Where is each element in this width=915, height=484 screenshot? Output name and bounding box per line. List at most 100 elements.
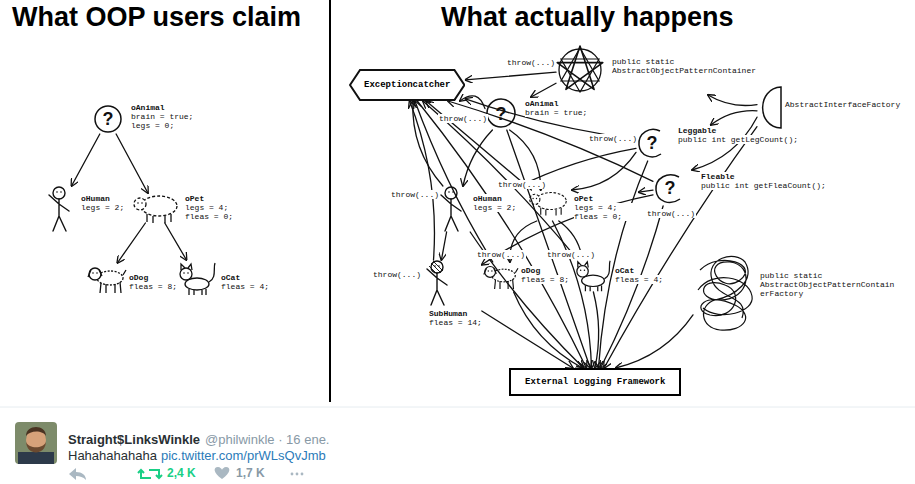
class-figure: AbstractInterfaceFactory (757, 86, 900, 128)
connector-arrow (460, 96, 485, 109)
connector-arrow (708, 95, 757, 106)
figure-slot (45, 186, 73, 232)
connector-arrow (410, 101, 435, 260)
member-text: AbstractInterfaceFactory (785, 100, 900, 109)
figure-slot (437, 186, 465, 232)
text-column: oAnimalbrain = true; (525, 99, 587, 117)
class-name: SubHuman (429, 309, 467, 318)
figure-slot (482, 262, 518, 292)
user-name: Straight$LinksWinkle (68, 432, 200, 447)
member-text: brain = true; (525, 108, 587, 117)
like-count: 1,7 K (236, 466, 265, 480)
like-icon (215, 467, 230, 479)
more-dot (296, 473, 299, 476)
connector-arrow (417, 101, 586, 368)
text-column: oPetlegs = 4; fleas = 0; (574, 194, 639, 221)
edge-label: throw(...) (497, 180, 547, 189)
text-column: oAnimalbrain = true; legs = 0; (131, 103, 196, 130)
dog-figure (88, 268, 126, 293)
figure-slot (423, 260, 451, 306)
connector-arrow (72, 134, 100, 186)
factory-blob (763, 87, 781, 128)
class-figure: oCatfleas = 4; (177, 260, 269, 296)
text-column: oDogfleas = 8; (521, 266, 569, 284)
interface-circle (656, 175, 680, 203)
class-circle (95, 106, 121, 132)
panel-divider (329, 0, 331, 402)
tweet-link: pic.twitter.com/prWLsQvJmb (161, 448, 326, 463)
figure-slot (693, 253, 757, 333)
class-figure: public static AbstractObjectPatternConta… (693, 253, 894, 333)
question-mark: ? (496, 105, 507, 123)
edge-label: throw(...) (438, 114, 488, 123)
human-figure (441, 187, 461, 231)
figure-slot (86, 263, 126, 295)
box-label: External Logging Framework (525, 377, 665, 388)
edge-label: throw(...) (372, 270, 422, 279)
figure-slot (556, 45, 604, 95)
text-column: oHumanlegs = 2; (473, 194, 516, 212)
connector-arrow (711, 111, 757, 125)
class-figure: ?Leggablepublic int getLegCount(); (636, 125, 798, 161)
class-name: oCat (615, 266, 634, 275)
pentagram (557, 46, 603, 89)
figure-slot: ? (485, 97, 517, 130)
edge-label: throw(...) (546, 250, 596, 259)
class-figure: oHumanlegs = 2; (45, 186, 124, 232)
edge-label: throw(...) (476, 250, 526, 259)
box-label: Exceptioncatcher (364, 80, 450, 91)
question-mark: ? (665, 179, 676, 197)
hatching (429, 261, 443, 274)
more-dot (291, 473, 294, 476)
figure-slot (177, 260, 217, 296)
pet-figure (134, 196, 177, 223)
member-text: fleas = 8; (521, 275, 569, 284)
avatar (15, 422, 57, 464)
human-figure (49, 187, 69, 231)
connector-arrow (441, 232, 446, 260)
figure-slot (757, 86, 782, 128)
retweet-icon (138, 470, 162, 478)
cat-figure (577, 261, 610, 291)
text-column: oCatfleas = 4; (615, 266, 663, 284)
member-text: legs = 2; (473, 203, 516, 212)
class-figure: oHumanlegs = 2; (437, 186, 516, 232)
member-text: fleas = 14; (429, 318, 482, 327)
class-figure: ?oAnimalbrain = true; legs = 0; (94, 104, 196, 134)
question-mark: ? (647, 134, 658, 152)
figure-slot: ? (653, 170, 687, 206)
connector-arrow (482, 311, 573, 368)
figure-slot (528, 190, 568, 218)
text-column: oPetlegs = 4; fleas = 0; (185, 194, 250, 221)
edge-label: throw(...) (506, 58, 556, 67)
member-text: public static AbstractObjectPatternConta… (612, 57, 761, 75)
figure-slot (132, 193, 180, 223)
scribble (698, 256, 752, 330)
catcher-hexagon: Exceptioncatcher (349, 69, 465, 101)
figure-slot: ? (636, 125, 668, 161)
connector-arrow (601, 206, 664, 368)
tweet-separator (0, 407, 915, 408)
interface-circle (639, 129, 661, 156)
member-text: public int getFleaCount(); (701, 181, 826, 190)
connector-arrow (639, 190, 653, 192)
text-column: SubHumanfleas = 14; (429, 309, 482, 327)
text-column: oCatfleas = 4; (221, 273, 269, 291)
connector-arrow (531, 83, 556, 97)
cat-figure (180, 263, 215, 295)
connector-arrow (117, 223, 145, 263)
panel-heading: What actually happens (441, 2, 734, 33)
member-text: legs = 2; (81, 203, 124, 212)
edge-label: throw(...) (390, 190, 440, 199)
text-column: public static AbstractObjectPatternConta… (760, 271, 894, 298)
class-figure: oPetlegs = 4; fleas = 0; (132, 193, 250, 223)
member-text: fleas = 8; (129, 282, 177, 291)
triangle (561, 59, 599, 92)
dog-figure (484, 267, 518, 290)
hexagon-shape (350, 70, 464, 100)
connector-arrow (553, 221, 592, 368)
connector-arrow (593, 292, 598, 368)
avatar-hair (26, 427, 46, 436)
text-column: oHumanlegs = 2; (81, 194, 124, 212)
